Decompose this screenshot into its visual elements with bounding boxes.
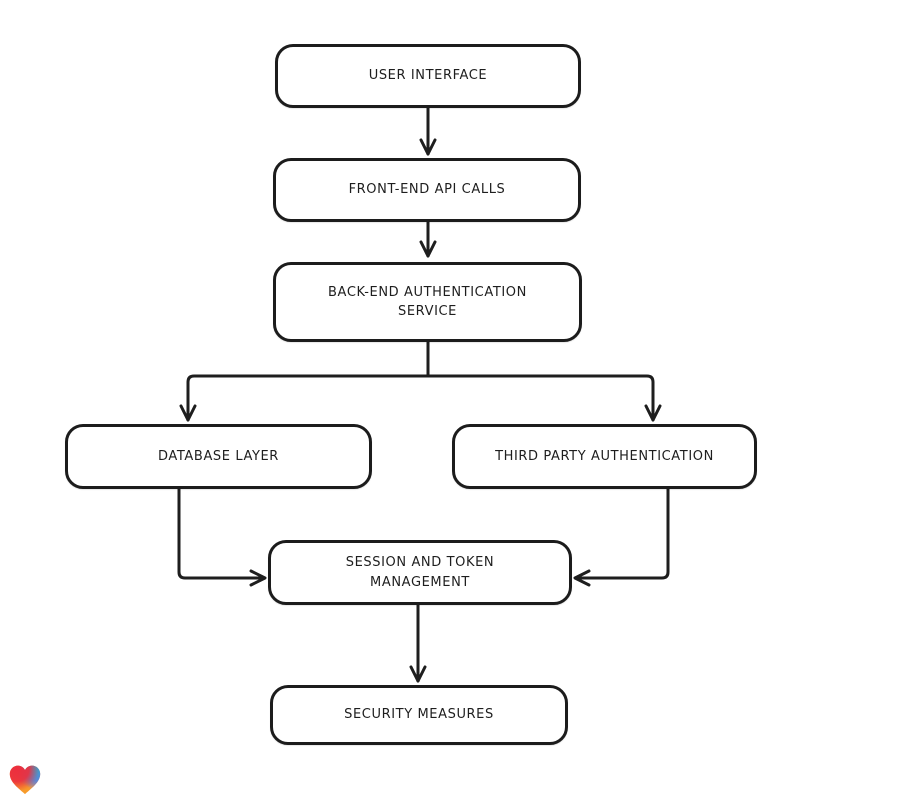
edge-database-layer-to-session-token-management — [177, 487, 267, 587]
edge-third-party-auth-to-session-token-management — [573, 487, 670, 587]
node-user-interface[interactable]: USER INTERFACE — [275, 44, 581, 108]
node-label: SESSION AND TOKEN MANAGEMENT — [345, 555, 495, 590]
node-label: FRONT-END API CALLS — [348, 182, 506, 198]
edge-user-interface-to-front-end-api-calls — [419, 106, 437, 156]
edge-back-end-auth-service-branch — [179, 340, 662, 422]
node-third-party-auth[interactable]: THIRD PARTY AUTHENTICATION — [452, 424, 757, 489]
node-label: USER INTERFACE — [368, 68, 488, 84]
node-front-end-api-calls[interactable]: FRONT-END API CALLS — [273, 158, 581, 222]
edge-session-token-management-to-security-measures — [409, 603, 427, 683]
node-database-layer[interactable]: DATABASE LAYER — [65, 424, 372, 489]
node-label: SECURITY MEASURES — [344, 707, 494, 723]
node-security-measures[interactable]: SECURITY MEASURES — [270, 685, 568, 745]
edge-front-end-api-calls-to-back-end-auth-service — [419, 220, 437, 258]
heart-gradient-logo[interactable] — [7, 762, 43, 798]
node-label: DATABASE LAYER — [158, 448, 279, 464]
node-session-token-management[interactable]: SESSION AND TOKEN MANAGEMENT — [268, 540, 572, 605]
node-back-end-auth-service[interactable]: BACK-END AUTHENTICATION SERVICE — [273, 262, 582, 342]
node-label: BACK-END AUTHENTICATION SERVICE — [328, 284, 527, 320]
node-label: THIRD PARTY AUTHENTICATION — [495, 448, 714, 464]
